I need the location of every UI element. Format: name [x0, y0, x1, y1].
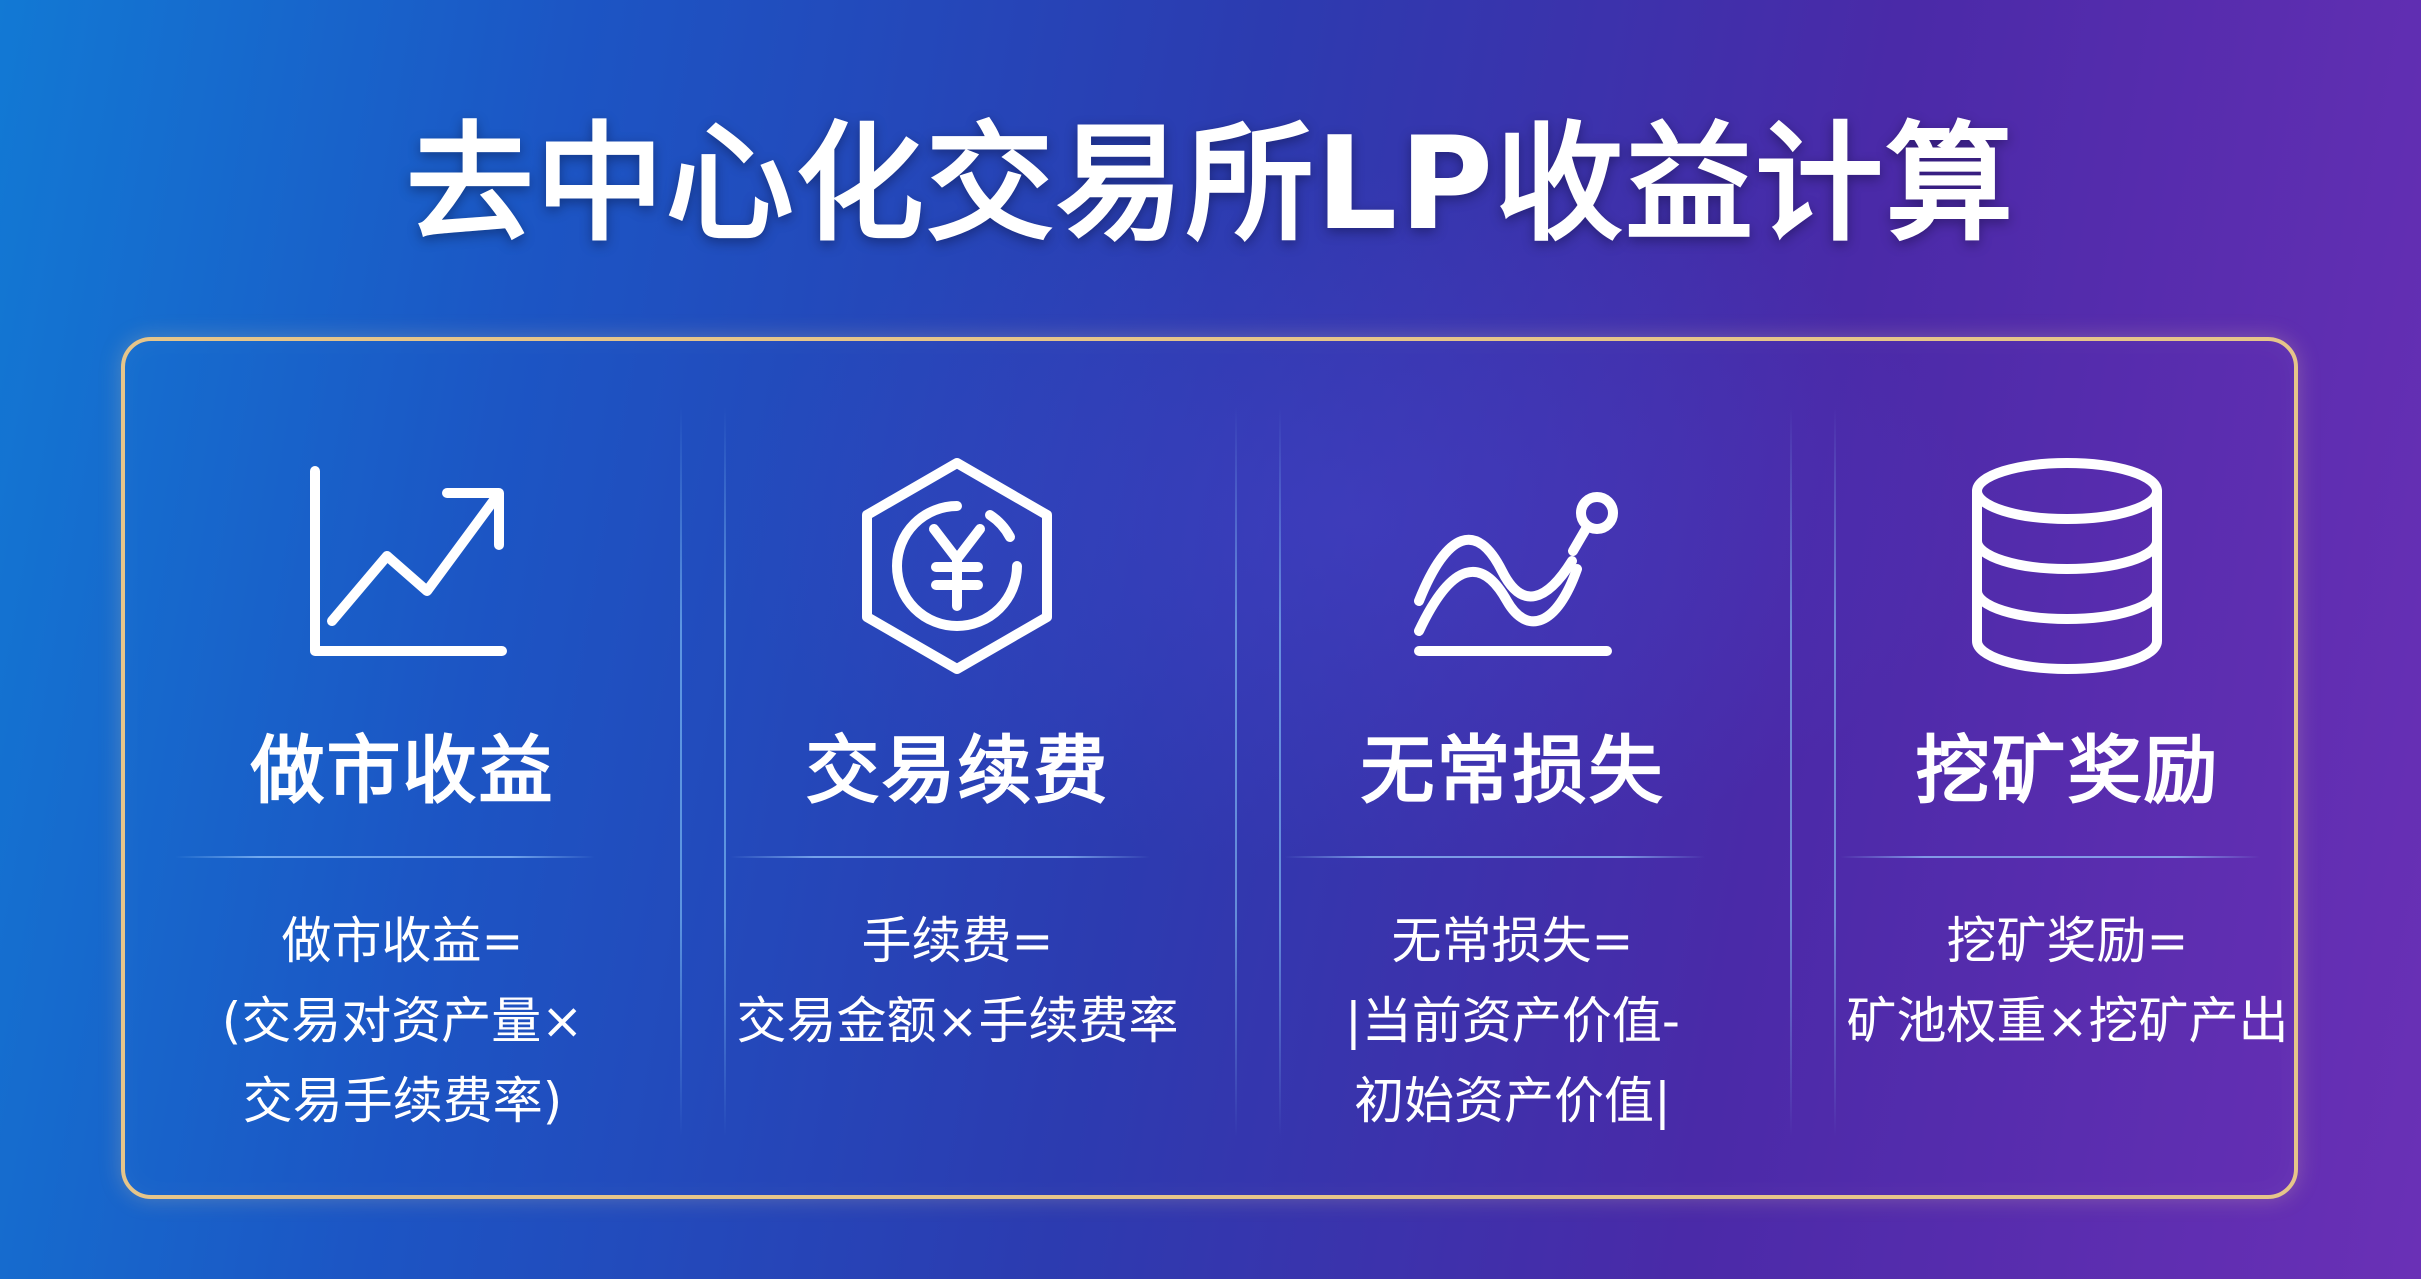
column-divider	[1279, 407, 1281, 1137]
formula-line: 矿池权重×挖矿产出	[1846, 992, 2289, 1050]
card-formula: 无常损失= |当前资产价值- 初始资产价值|	[1235, 901, 1790, 1141]
formula-line: 初始资产价值|	[1354, 1072, 1671, 1130]
card-formula: 手续费= 交易金额×手续费率	[680, 901, 1235, 1061]
column-divider	[1235, 407, 1237, 1137]
card-formula: 做市收益= (交易对资产量× 交易手续费率)	[125, 901, 680, 1141]
database-stack-icon	[1952, 451, 2182, 681]
card-title: 交易续费	[805, 728, 1110, 814]
wave-line-point-icon	[1397, 451, 1627, 681]
card-impermanent-loss: 无常损失 无常损失= |当前资产价值- 初始资产价值|	[1235, 341, 1790, 1195]
formula-line: (交易对资产量×	[221, 992, 584, 1050]
formula-line: 交易金额×手续费率	[736, 992, 1179, 1050]
formula-line: 手续费=	[861, 912, 1054, 970]
line-chart-arrow-icon	[287, 451, 517, 681]
formula-line: |当前资产价值-	[1345, 992, 1680, 1050]
formula-line: 挖矿奖励=	[1946, 912, 2189, 970]
card-title: 无常损失	[1360, 728, 1665, 814]
column-divider	[724, 407, 726, 1137]
card-title: 做市收益	[250, 728, 555, 814]
column-divider	[1790, 407, 1792, 1137]
formula-line: 交易手续费率)	[242, 1072, 563, 1130]
formula-line: 无常损失=	[1391, 912, 1634, 970]
page-title: 去中心化交易所LP收益计算	[405, 110, 2016, 259]
yuan-coin-hexagon-icon	[842, 451, 1072, 681]
card-trading-fee: 交易续费 手续费= 交易金额×手续费率	[680, 341, 1235, 1195]
calculation-panel: 做市收益 做市收益= (交易对资产量× 交易手续费率) 交易续费 手续费=	[121, 337, 2298, 1199]
card-title: 挖矿奖励	[1915, 728, 2220, 814]
card-market-making: 做市收益 做市收益= (交易对资产量× 交易手续费率)	[125, 341, 680, 1195]
formula-line: 做市收益=	[281, 912, 524, 970]
card-divider	[1285, 856, 1705, 858]
card-divider	[175, 856, 595, 858]
column-divider	[680, 407, 682, 1137]
column-divider	[1834, 407, 1836, 1137]
card-divider	[730, 856, 1150, 858]
card-mining-reward: 挖矿奖励 挖矿奖励= 矿池权重×挖矿产出	[1790, 341, 2345, 1195]
card-formula: 挖矿奖励= 矿池权重×挖矿产出	[1790, 901, 2345, 1061]
card-divider	[1840, 856, 2260, 858]
